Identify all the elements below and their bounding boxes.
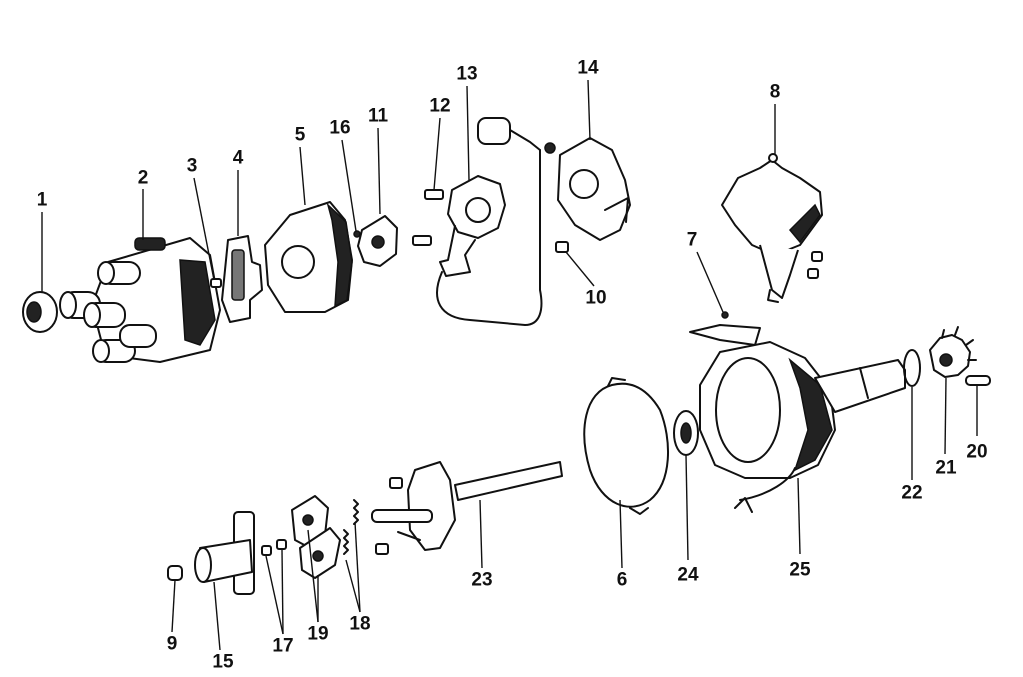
part-6-gasket [583,377,669,515]
part-16-pin [353,230,361,238]
callout-7: 7 [686,229,698,251]
callout-21: 21 [935,457,957,479]
leader-lines [41,79,978,651]
callout-17: 17 [272,635,294,657]
callout-13: 13 [456,63,478,85]
callout-25: 25 [789,559,811,581]
part-9-nut [167,565,183,581]
callout-6: 6 [616,569,628,591]
part-17-pins [261,539,287,556]
part-25-housing [689,324,906,513]
part-19-flyweights [291,495,341,579]
part-10-screws [555,241,569,253]
callout-1: 1 [36,189,48,211]
callout-11: 11 [367,105,389,127]
callout-8: 8 [769,81,781,103]
callout-2: 2 [137,167,149,189]
part-23-shaft [371,461,563,555]
part-20-roll-pin [965,375,991,386]
callout-24: 24 [677,564,699,586]
part-8-vacuum-unit [721,153,823,303]
callout-16: 16 [329,117,351,139]
part-8-screws [807,251,823,279]
callout-20: 20 [966,441,988,463]
callout-9: 9 [166,633,178,655]
part-13-pickup [436,117,543,326]
part-3-brush [210,278,222,288]
callout-10: 10 [585,287,607,309]
callout-4: 4 [232,147,244,169]
part-12-screws [412,189,444,246]
callout-14: 14 [577,57,599,79]
callout-23: 23 [471,569,493,591]
callout-5: 5 [294,124,306,146]
callout-3: 3 [186,155,198,177]
callout-15: 15 [212,651,234,673]
part-21-gear [929,326,977,378]
part-5-dust-shield [264,201,353,313]
part-11-reluctor [357,215,398,267]
part-1-boot [22,291,58,333]
part-18-springs [343,499,359,555]
callout-19: 19 [307,623,329,645]
part-2-distributor-cap [59,237,221,363]
callout-22: 22 [901,482,923,504]
part-14-breaker-plate [544,137,631,241]
part-7-clip [721,311,729,319]
callout-12: 12 [429,95,451,117]
callout-18: 18 [349,613,371,635]
part-22-ring [903,349,921,387]
part-4-rotor [221,235,263,323]
part-15-cam [194,511,255,595]
part-24-seal [673,410,699,456]
